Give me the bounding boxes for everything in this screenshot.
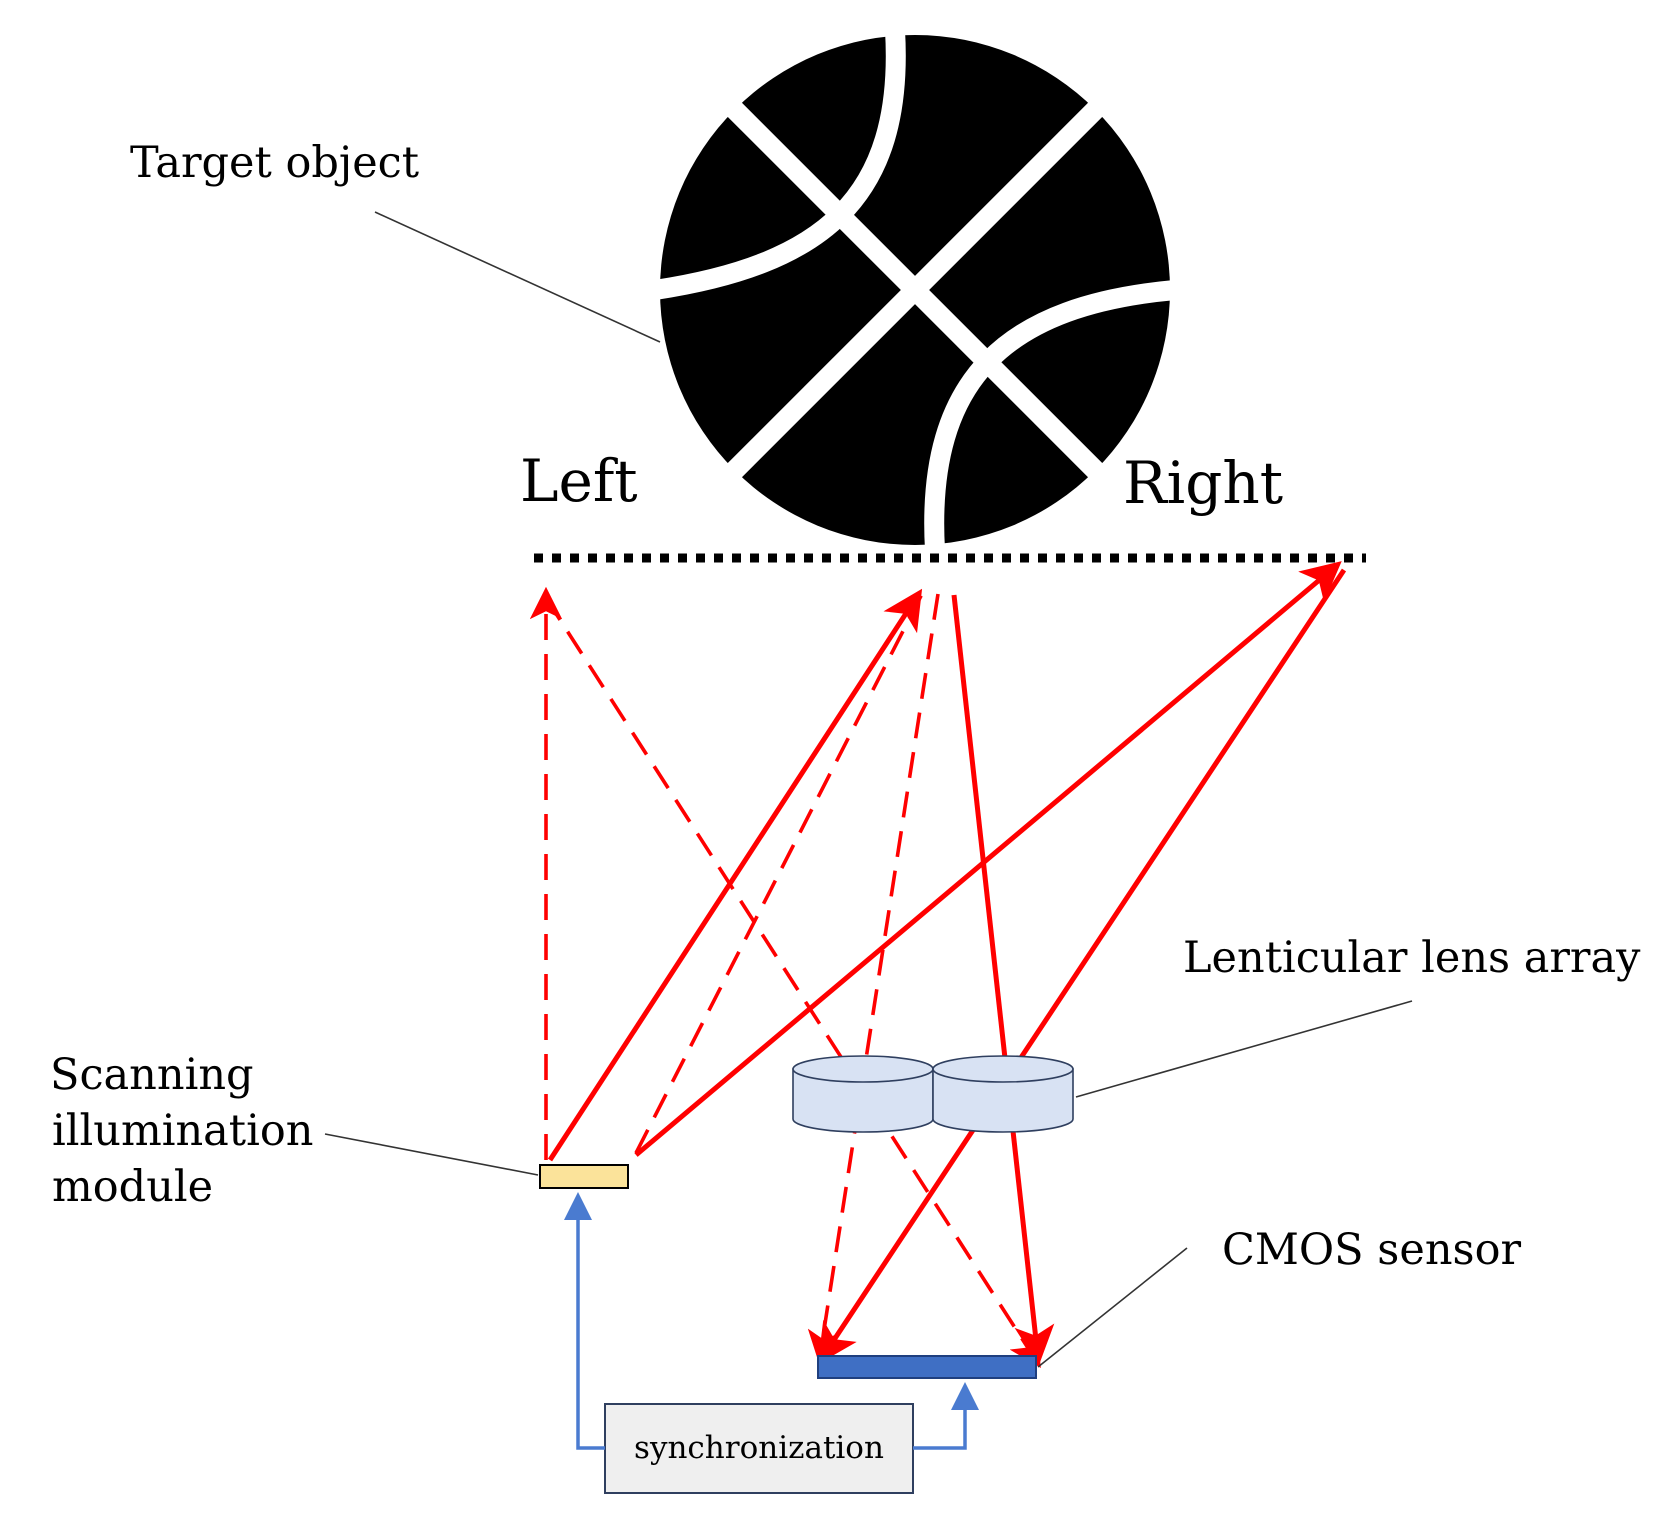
ray-center-to-sensor-dashed bbox=[807, 593, 940, 1364]
ray-center-to-sensor-solid bbox=[951, 594, 1055, 1366]
sync-to-illumination-line bbox=[564, 1192, 605, 1450]
sync-to-sensor-line bbox=[913, 1382, 979, 1450]
target-object-leader bbox=[374, 211, 661, 343]
right-label: Right bbox=[1123, 449, 1283, 517]
cmos-sensor-leader bbox=[1037, 1247, 1188, 1368]
scanning-illumination-label: Scanning illumination module bbox=[50, 1050, 327, 1212]
synchronization-label: synchronization bbox=[634, 1430, 884, 1466]
lens-element-1 bbox=[792, 1055, 934, 1133]
scanning-illumination-leader bbox=[324, 1133, 539, 1176]
scanning-label-line-2: illumination bbox=[52, 1106, 313, 1156]
basketball-icon bbox=[653, 29, 1176, 551]
ray-illum-center-solid bbox=[547, 588, 923, 1162]
target-object bbox=[653, 29, 1176, 551]
ray-left-to-sensor-dashed bbox=[544, 597, 1041, 1369]
target-object-label: Target object bbox=[130, 138, 419, 188]
synchronization-block: synchronization bbox=[604, 1403, 914, 1494]
left-label: Left bbox=[520, 447, 638, 515]
cmos-sensor-label: CMOS sensor bbox=[1222, 1225, 1521, 1275]
cmos-sensor bbox=[817, 1355, 1037, 1379]
lenticular-lens-array bbox=[792, 1055, 1074, 1133]
ray-illum-center-dashed bbox=[634, 593, 924, 1154]
lens-element-2 bbox=[932, 1055, 1074, 1133]
illumination-rays bbox=[529, 561, 1342, 1162]
lenticular-lens-array-leader bbox=[1075, 1000, 1413, 1098]
scanning-label-line-3: module bbox=[52, 1162, 213, 1212]
reflected-rays bbox=[544, 568, 1347, 1369]
ray-right-to-sensor-solid bbox=[817, 568, 1347, 1365]
scanning-illumination-module bbox=[539, 1164, 629, 1189]
scanning-label-line-1: Scanning bbox=[50, 1050, 254, 1100]
ray-illum-right-solid bbox=[634, 561, 1342, 1157]
lenticular-lens-array-label: Lenticular lens array bbox=[1183, 933, 1641, 983]
